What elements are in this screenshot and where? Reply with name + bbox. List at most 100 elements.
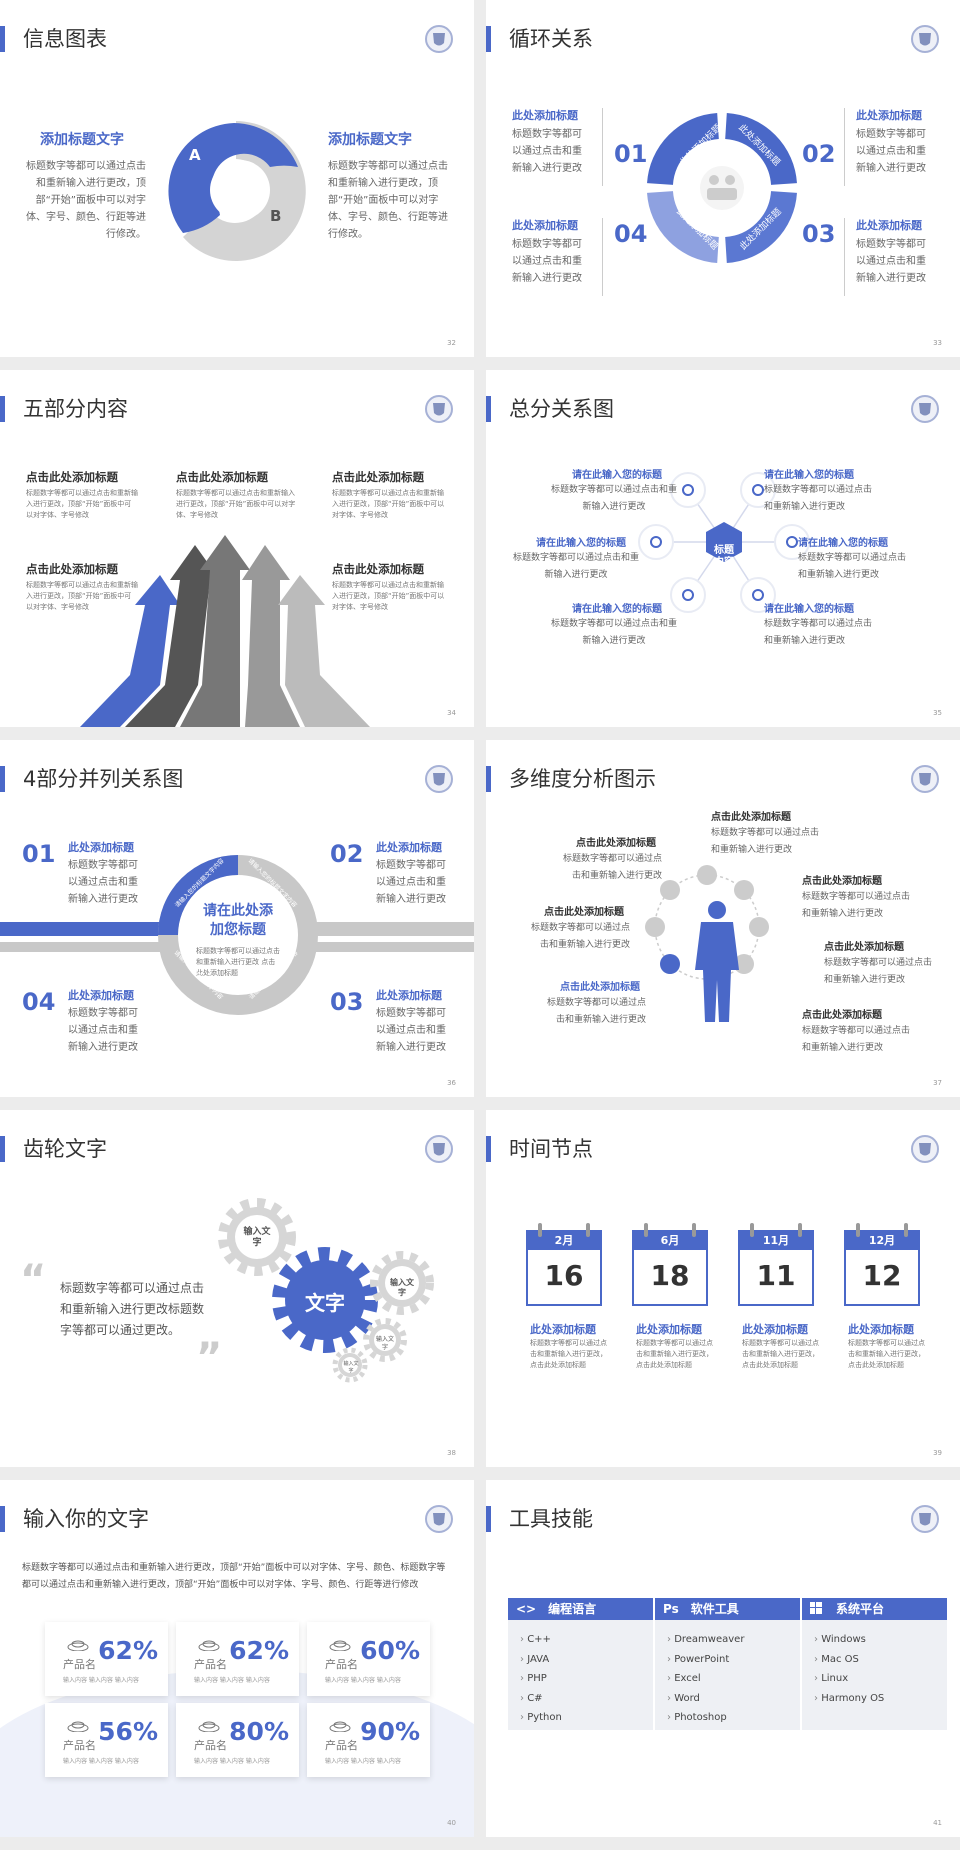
stat-card: 56% 产品名 输入内容 输入内容 输入内容: [45, 1703, 168, 1777]
calendar-month: 6月: [634, 1232, 706, 1250]
item-number: 04: [22, 988, 56, 1016]
item-heading: 此处添加标题: [376, 841, 442, 854]
item-heading: 点击此处添加标题: [176, 470, 268, 484]
skill-item: Excel: [667, 1669, 800, 1689]
page-number: 40: [447, 1819, 456, 1827]
stat-inputs: 输入内容 输入内容 输入内容: [194, 1758, 270, 1765]
item-heading: 此处添加标题: [68, 989, 134, 1002]
item-body: 标题数字等都可以通过点击和重新输入进行更改: [824, 958, 933, 985]
item-heading: 此处添加标题: [530, 1323, 596, 1336]
slide-cycle: 循环关系 此处添加标题 标题数字等都可以通过点击和重新输入进行更改 01 此处添…: [486, 0, 960, 357]
stat-inputs: 输入内容 输入内容 输入内容: [325, 1758, 401, 1765]
businessman-icon: [695, 901, 739, 1022]
photoshop-icon: Ps: [663, 1602, 679, 1616]
item-body: 标题数字等都可以通过点击和重新输入进行更改: [711, 828, 820, 855]
item-body: 标题数字等都可以通过点击和重新输入进行更改: [530, 923, 630, 950]
item-heading: 此处添加标题: [742, 1323, 808, 1336]
crest-logo-icon: [911, 765, 939, 793]
donut-segment-a: [168, 123, 298, 233]
hub-center-label: 标题 内容: [714, 545, 734, 568]
skill-item: Photoshop: [667, 1708, 800, 1728]
crest-logo-icon: [911, 395, 939, 423]
slide-gear-text: 齿轮文字 “ 标题数字等都可以通过点击和重新输入进行更改标题数字等都可以通过更改…: [0, 1110, 474, 1467]
item-heading: 请在此输入您的标题: [572, 604, 662, 615]
calendar-day: 12: [862, 1259, 902, 1292]
item-body: 标题数字等都可以通过点击和重新输入进行更改: [802, 892, 911, 919]
item-heading: 点击此处添加标题: [711, 812, 791, 823]
crest-logo-icon: [425, 765, 453, 793]
item-number: 04: [614, 220, 648, 248]
skill-group: <>编程语言 C++ JAVA PHP C# Python: [508, 1598, 653, 1730]
slide-five-parts: 五部分内容 点击此处添加标题 标题数字等都可以通过点击和重新输入进行更改，顶部“…: [0, 370, 474, 727]
stat-card: 62% 产品名 输入内容 输入内容 输入内容: [45, 1622, 168, 1696]
gear-text-body: 标题数字等都可以通过点击和重新输入进行更改标题数字等都可以通过更改。: [60, 1281, 205, 1337]
skill-item: PowerPoint: [667, 1650, 800, 1670]
item-heading: 点击此处添加标题: [26, 562, 118, 576]
right-body: 标题数字等都可以通过点击和重新输入进行更改，顶部“开始”面板中可以对字体、字号、…: [328, 161, 448, 240]
skill-item: Harmony OS: [814, 1689, 947, 1709]
item-body: 标题数字等都可以通过点击和重新输入进行更改，点击此处添加标题: [848, 1339, 925, 1369]
stat-percent: 60%: [360, 1636, 420, 1665]
skill-group-title: 系统平台: [836, 1602, 885, 1616]
stat-name: 产品名: [325, 1739, 358, 1752]
page-number: 34: [447, 709, 456, 717]
crest-logo-icon: [425, 25, 453, 53]
slide-title: 多维度分析图示: [486, 766, 656, 792]
slide-title: 输入你的文字: [0, 1506, 149, 1532]
page-number: 39: [933, 1449, 942, 1457]
slide-title: 4部分并列关系图: [0, 766, 183, 792]
orbit-diagram: [645, 865, 769, 980]
item-body: 标题数字等都可以通过点击和重新输入进行更改: [856, 239, 926, 284]
stat-card: 90% 产品名 输入内容 输入内容 输入内容: [307, 1703, 430, 1777]
skill-group-title: 软件工具: [690, 1602, 739, 1616]
item-body: 标题数字等都可以通过点击和重新输入进行更改: [68, 1008, 138, 1053]
item-body: 标题数字等都可以通过点击和重新输入进行更改: [764, 485, 873, 512]
slide-tool-skills: 工具技能 <>编程语言 C++ JAVA PHP C# Python Ps 软件工…: [486, 1480, 960, 1837]
item-body: 标题数字等都可以通过点击和重新输入进行更改，顶部“开始”面板中可以对字体、字号修…: [26, 581, 138, 611]
item-number: 01: [22, 840, 56, 868]
item-body: 标题数字等都可以通过点击和重新输入进行更改: [376, 1008, 446, 1053]
crest-logo-icon: [911, 25, 939, 53]
gears-graphic: [218, 1198, 434, 1383]
item-body: 标题数字等都可以通过点击和重新输入进行更改，点击此处添加标题: [742, 1339, 819, 1369]
item-body: 标题数字等都可以通过点击和重新输入进行更改: [798, 553, 907, 580]
product-icon: [67, 1721, 89, 1732]
slide-title: 时间节点: [486, 1136, 593, 1162]
stat-percent: 80%: [229, 1717, 289, 1746]
item-heading: 此处添加标题: [856, 219, 922, 232]
crest-logo-icon: [425, 1135, 453, 1163]
left-body: 标题数字等都可以通过点击和重新输入进行更改，顶部“开始”面板中可以对字体、字号、…: [26, 161, 146, 240]
item-heading: 此处添加标题: [68, 841, 134, 854]
slide-title: 工具技能: [486, 1506, 593, 1532]
item-number: 02: [802, 140, 836, 168]
hub-diagram: [638, 472, 810, 613]
left-band: [0, 922, 170, 936]
skill-item: Python: [520, 1708, 653, 1728]
stat-name: 产品名: [63, 1658, 96, 1671]
calendar-month: 11月: [740, 1232, 812, 1250]
item-heading: 此处添加标题: [512, 109, 578, 122]
skill-item: PHP: [520, 1669, 653, 1689]
stat-percent: 62%: [98, 1636, 158, 1665]
crest-logo-icon: [425, 395, 453, 423]
right-band: [300, 922, 474, 936]
crest-logo-icon: [425, 1505, 453, 1533]
item-body: 标题数字等都可以通过点击和重新输入进行更改: [764, 619, 873, 646]
product-icon: [198, 1721, 220, 1732]
skill-item: Word: [667, 1689, 800, 1709]
page-number: 38: [447, 1449, 456, 1457]
item-body: 标题数字等都可以通过点击和重新输入进行更改: [802, 1026, 911, 1053]
page-number: 33: [933, 339, 942, 347]
slide-four-parallel: 4部分并列关系图 请在此处添加您标题 标题数字等都可以通过点击和重新输入进行更改…: [0, 740, 474, 1097]
product-icon: [198, 1640, 220, 1651]
item-heading: 点击此处添加标题: [544, 907, 624, 918]
slide-title: 齿轮文字: [0, 1136, 107, 1162]
slide-total-relation: 总分关系图 标题 内容 请在此输入您的标题 标题数字等都可以通过点击和重新输入进…: [486, 370, 960, 727]
item-heading: 请在此输入您的标题: [536, 538, 626, 549]
item-heading: 点击此处添加标题: [824, 942, 904, 953]
item-body: 标题数字等都可以通过点击和重新输入进行更改，点击此处添加标题: [530, 1339, 607, 1369]
left-band-2: [0, 942, 170, 952]
stat-inputs: 输入内容 输入内容 输入内容: [325, 1677, 401, 1684]
code-icon: <>: [516, 1602, 537, 1616]
